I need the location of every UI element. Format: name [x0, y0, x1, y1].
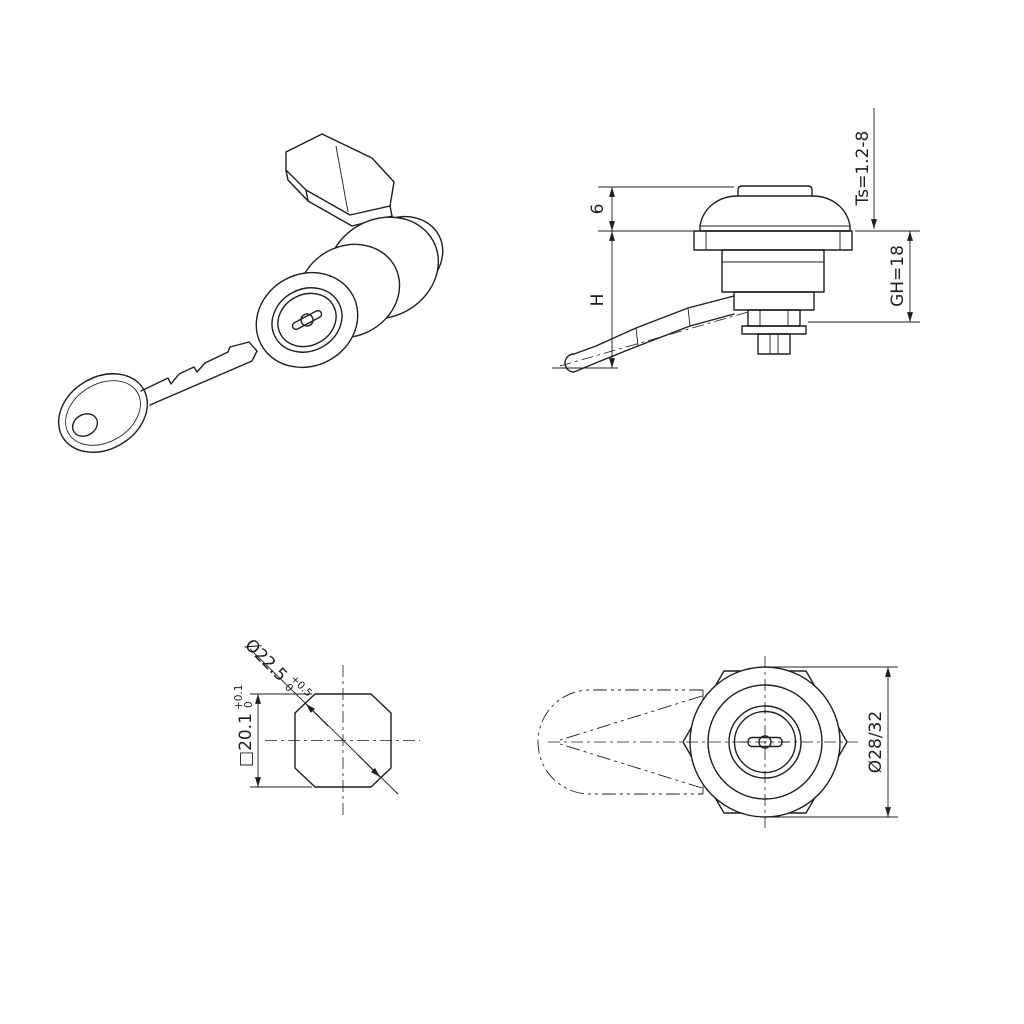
key-head-inner-line [65, 380, 141, 446]
front-view: Ø28/32 [537, 656, 898, 828]
dimension-head-height: 6 [588, 186, 734, 232]
dim-square-tol-upper: +0.1 [233, 685, 245, 711]
barrel-octagon [294, 693, 392, 788]
dim-arrow-upper [305, 703, 329, 727]
key-head [57, 373, 149, 453]
cam-fold-line-lower [559, 743, 703, 789]
dim-label-total-height: H [588, 294, 608, 307]
lock-cylinder-iso [255, 215, 444, 369]
cam-fold-line-upper [559, 695, 703, 741]
retaining-washer [741, 325, 807, 335]
screw-slot [769, 334, 779, 354]
mounting-screw [757, 333, 791, 355]
lock-face [255, 271, 359, 369]
key [57, 341, 258, 453]
key-hole [71, 413, 99, 437]
dim-label-grip-height: GH=18 [888, 245, 908, 307]
key-shaft [140, 341, 258, 406]
dim-square-tol-lower: 0 [243, 701, 255, 708]
cam-plate-iso [285, 133, 395, 227]
dim-label-square: □20.1 [236, 713, 256, 767]
dimension-barrel-diameter: Ø22.5 +0.5 0 [240, 635, 399, 795]
cam-lever-tip [564, 353, 575, 373]
dim-label-head-height: 6 [588, 204, 608, 215]
cam-lever-side [559, 295, 749, 373]
threaded-body [721, 249, 825, 293]
cam-stem-lines [759, 310, 789, 326]
dim-label-diameter-group: Ø22.5 +0.5 0 [240, 635, 314, 699]
dimension-flange-diameter: Ø28/32 [768, 666, 898, 818]
keyway-iso [291, 309, 323, 331]
section-view: Ø22.5 +0.5 0 □20.1 +0.1 0 [233, 635, 420, 816]
cam-hub [733, 291, 815, 311]
cam-plate-outline [285, 133, 395, 216]
dim-label-flats-group: □20.1 +0.1 0 [233, 685, 256, 767]
cam-plate-fold-line [335, 145, 349, 213]
dimension-flats: □20.1 +0.1 0 [233, 685, 312, 788]
dimension-total-height: H [552, 231, 618, 369]
cam-plate-thickness [305, 189, 393, 227]
dim-label-flange-diameter: Ø28/32 [866, 711, 886, 773]
dim-label-barrel-diameter: Ø22.5 [240, 635, 290, 685]
keyway-center [300, 313, 314, 327]
dim-tol-lower: 0 [282, 681, 295, 694]
keyway-slot [291, 309, 323, 331]
dim-arrow-lower [357, 754, 381, 778]
dimension-panel-thickness: Ts=1.2-8 [853, 108, 920, 232]
hex-nut-facets [705, 231, 841, 250]
side-view: 6 H Ts=1.2-8 GH=18 [552, 108, 920, 373]
cam-outline-phantom [537, 689, 703, 795]
isometric-view [57, 133, 444, 453]
cam-lever-centerline [559, 311, 749, 367]
lock-face-core-ring [277, 292, 337, 348]
head-cap [737, 185, 813, 197]
cam-stem [747, 309, 801, 327]
dim-label-panel-thickness: Ts=1.2-8 [853, 131, 873, 207]
hex-nut-side [693, 230, 853, 251]
dimension-grip-height: GH=18 [808, 231, 920, 323]
cam-plate-thickness-left [285, 169, 309, 202]
cam-bend-lines [635, 307, 691, 347]
